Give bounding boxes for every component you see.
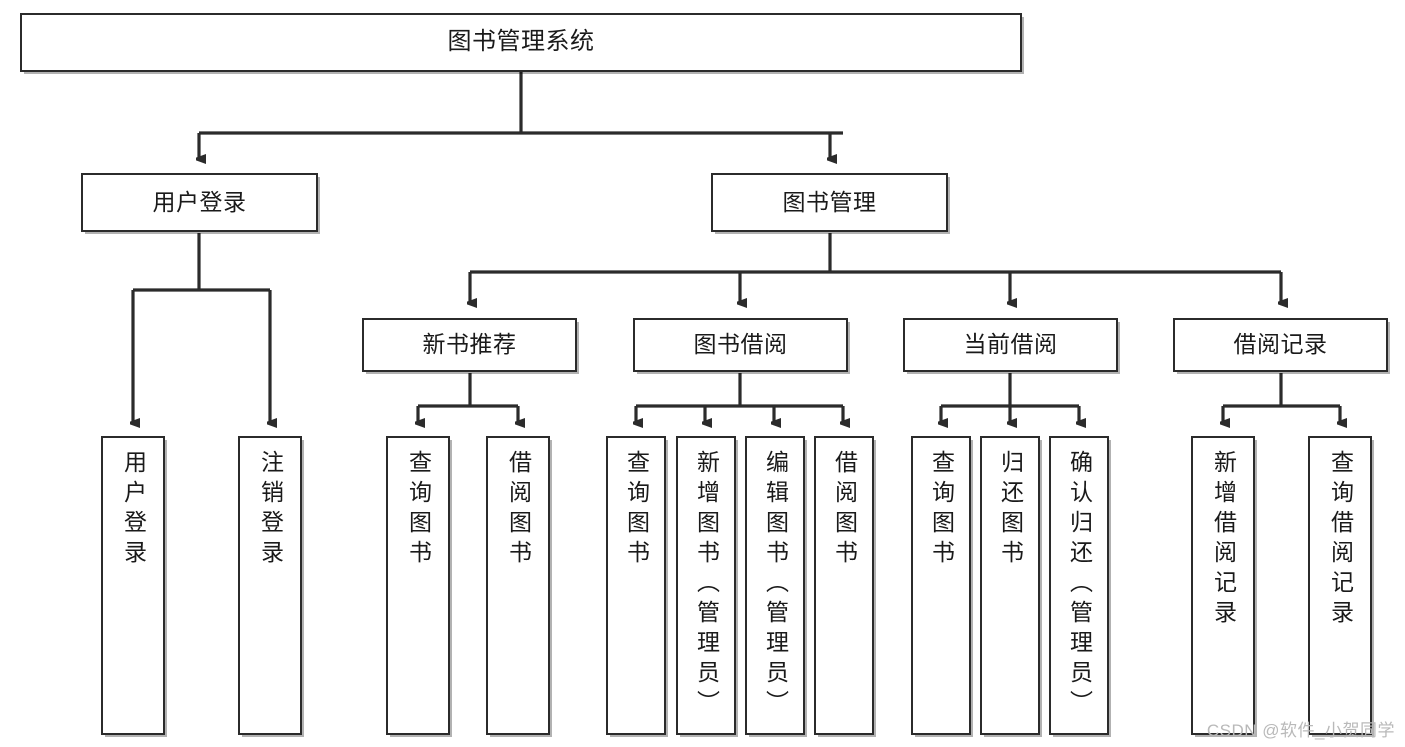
node-root[interactable]: 图书管理系统 [20, 13, 1022, 72]
node-leaf-query-book-3[interactable]: 查询图书 [911, 436, 971, 735]
node-borrow-record-label: 借阅记录 [1233, 331, 1328, 358]
node-leaf-add-book[interactable]: 新增图书（管理员） [676, 436, 736, 735]
node-user-login[interactable]: 用户登录 [81, 173, 318, 232]
node-book-borrow-label: 图书借阅 [693, 331, 788, 358]
csdn-watermark: CSDN @软件_小贺同学 [1206, 721, 1395, 740]
node-new-book-recommend-label: 新书推荐 [422, 331, 517, 358]
node-book-management[interactable]: 图书管理 [711, 173, 948, 232]
node-leaf-add-book-label: 新增图书（管理员） [693, 450, 720, 720]
node-leaf-query-book-2[interactable]: 查询图书 [606, 436, 666, 735]
node-leaf-borrow-book-1[interactable]: 借阅图书 [486, 436, 550, 735]
node-borrow-record[interactable]: 借阅记录 [1173, 318, 1388, 372]
node-leaf-add-record-label: 新增借阅记录 [1210, 450, 1237, 630]
node-leaf-user-login[interactable]: 用户登录 [101, 436, 165, 735]
node-leaf-borrow-book-2[interactable]: 借阅图书 [814, 436, 874, 735]
node-root-label: 图书管理系统 [447, 28, 595, 56]
node-leaf-logout-login[interactable]: 注销登录 [238, 436, 302, 735]
node-leaf-query-book-1-label: 查询图书 [405, 450, 432, 570]
node-user-login-label: 用户登录 [152, 188, 247, 215]
node-leaf-query-record-label: 查询借阅记录 [1327, 450, 1354, 630]
node-book-borrow[interactable]: 图书借阅 [633, 318, 848, 372]
node-book-management-label: 图书管理 [782, 188, 877, 215]
node-leaf-return-book-label: 归还图书 [997, 450, 1024, 570]
node-current-borrow[interactable]: 当前借阅 [903, 318, 1118, 372]
node-leaf-logout-login-label: 注销登录 [257, 450, 284, 570]
node-leaf-confirm-return[interactable]: 确认归还（管理员） [1049, 436, 1109, 735]
node-leaf-confirm-return-label: 确认归还（管理员） [1066, 450, 1093, 720]
node-leaf-add-record[interactable]: 新增借阅记录 [1191, 436, 1255, 735]
node-leaf-query-book-3-label: 查询图书 [928, 450, 955, 570]
node-leaf-borrow-book-1-label: 借阅图书 [505, 450, 532, 570]
node-leaf-edit-book-label: 编辑图书（管理员） [762, 450, 789, 720]
node-leaf-query-record[interactable]: 查询借阅记录 [1308, 436, 1372, 735]
node-leaf-return-book[interactable]: 归还图书 [980, 436, 1040, 735]
node-current-borrow-label: 当前借阅 [963, 331, 1058, 358]
node-leaf-borrow-book-2-label: 借阅图书 [831, 450, 858, 570]
node-leaf-user-login-label: 用户登录 [120, 450, 147, 570]
node-new-book-recommend[interactable]: 新书推荐 [362, 318, 577, 372]
node-leaf-edit-book[interactable]: 编辑图书（管理员） [745, 436, 805, 735]
node-leaf-query-book-1[interactable]: 查询图书 [386, 436, 450, 735]
node-leaf-query-book-2-label: 查询图书 [623, 450, 650, 570]
